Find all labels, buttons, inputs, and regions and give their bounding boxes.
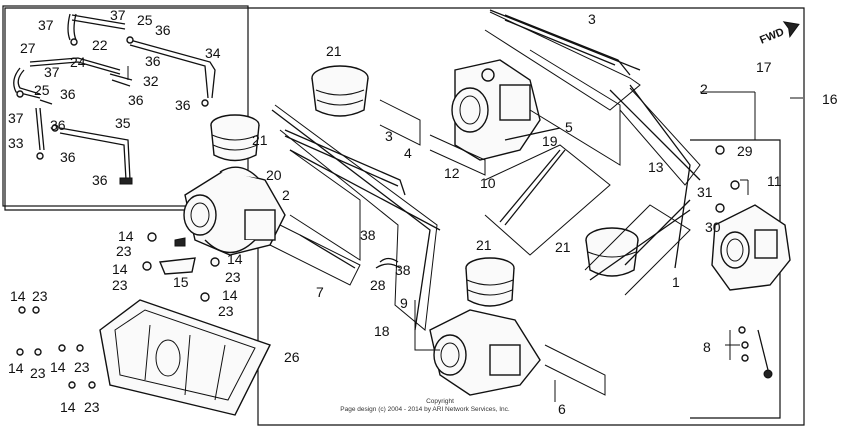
callout-14: 14 [60, 399, 76, 415]
callout-37: 37 [8, 110, 24, 126]
callout-16: 16 [822, 91, 838, 107]
callout-23: 23 [74, 359, 90, 375]
callout-36: 36 [60, 86, 76, 102]
callout-13: 13 [648, 159, 664, 175]
callout-36: 36 [50, 117, 66, 133]
callout-21: 21 [476, 237, 492, 253]
callout-2: 2 [282, 187, 290, 203]
callout-14: 14 [118, 228, 134, 244]
callout-25: 25 [137, 12, 153, 28]
float-tray [99, 299, 271, 416]
callout-14: 14 [8, 360, 24, 376]
callout-31: 31 [697, 184, 713, 200]
callout-11: 11 [767, 173, 782, 189]
hose-inset-frame [2, 5, 249, 207]
callout-25: 25 [34, 82, 50, 98]
callout-21: 21 [555, 239, 571, 255]
callout-23: 23 [218, 303, 234, 319]
callout-23: 23 [112, 277, 128, 293]
callout-36: 36 [145, 53, 161, 69]
main-frame [4, 7, 805, 426]
callout-33: 33 [8, 135, 24, 151]
callout-4: 4 [404, 145, 412, 161]
callout-34: 34 [205, 45, 221, 61]
callout-27: 27 [20, 40, 36, 56]
callout-20: 20 [266, 167, 282, 183]
callout-3: 3 [588, 11, 596, 27]
callout-36: 36 [175, 97, 191, 113]
leader-lines [414, 91, 803, 402]
screws-and-fittings [16, 145, 773, 389]
callout-1: 1 [672, 274, 680, 290]
callout-labels: 37 22 37 25 36 27 24 34 37 36 32 25 36 3… [8, 7, 838, 417]
callout-19: 19 [542, 133, 558, 149]
callout-8: 8 [703, 339, 711, 355]
callout-29: 29 [737, 143, 753, 159]
callout-22: 22 [92, 37, 108, 53]
copyright-line-2: Page design (c) 2004 - 2014 by ARI Netwo… [340, 406, 510, 413]
callout-14: 14 [50, 359, 66, 375]
callout-37: 37 [110, 7, 126, 23]
callout-23: 23 [116, 243, 132, 259]
callout-36: 36 [60, 149, 76, 165]
callout-15: 15 [173, 274, 189, 290]
callout-6: 6 [558, 401, 566, 417]
fwd-arrow-icon: FWD [758, 21, 800, 47]
callout-18: 18 [374, 323, 390, 339]
callout-37: 37 [44, 64, 60, 80]
callout-7: 7 [316, 284, 324, 300]
callout-9: 9 [400, 295, 408, 311]
callout-38: 38 [360, 227, 376, 243]
callout-23: 23 [30, 365, 46, 381]
carburetor-right [711, 204, 791, 291]
fwd-label: FWD [758, 26, 786, 47]
callout-36: 36 [128, 92, 144, 108]
callout-36: 36 [92, 172, 108, 188]
callout-28: 28 [370, 277, 386, 293]
linkage-rods [269, 9, 701, 396]
callout-14: 14 [227, 251, 243, 267]
carburetor-lower-middle [429, 309, 541, 396]
callout-3: 3 [385, 128, 393, 144]
carburetor-upper-middle [451, 59, 561, 161]
callout-23: 23 [225, 269, 241, 285]
carburetor-assy-bracket [690, 139, 781, 419]
callout-14: 14 [10, 288, 26, 304]
callout-10: 10 [480, 175, 496, 191]
callout-37: 37 [38, 17, 54, 33]
carburetor-left [183, 166, 286, 256]
breather-hose-set [13, 13, 216, 185]
callout-35: 35 [115, 115, 131, 131]
callout-14: 14 [222, 287, 238, 303]
callout-38: 38 [395, 262, 411, 278]
callout-2: 2 [700, 81, 708, 97]
callout-12: 12 [444, 165, 460, 181]
callout-23: 23 [32, 288, 48, 304]
callout-26: 26 [284, 349, 300, 365]
callout-21: 21 [252, 132, 268, 148]
copyright-line-1: Copyright [426, 398, 454, 405]
callout-23: 23 [84, 399, 100, 415]
callout-24: 24 [70, 54, 86, 70]
callout-36: 36 [155, 22, 171, 38]
air-funnel-boots [210, 65, 639, 307]
callout-30: 30 [705, 219, 721, 235]
callout-21: 21 [326, 43, 342, 59]
callout-14: 14 [112, 261, 128, 277]
callout-5: 5 [565, 119, 573, 135]
callout-32: 32 [143, 73, 159, 89]
callout-17: 17 [756, 59, 772, 75]
